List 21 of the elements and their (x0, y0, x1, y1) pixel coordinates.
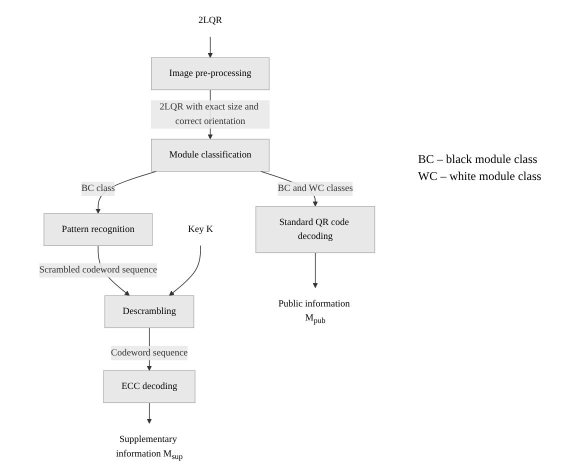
node-text: 2LQR (198, 15, 222, 26)
edge-label: BC class (81, 183, 115, 194)
node-text: Key K (188, 224, 214, 234)
arrow (146, 402, 152, 424)
node-text: Supplementary information M$_{sup}$ (116, 434, 183, 461)
node-box: Image pre-processing (151, 57, 270, 90)
edge-label: Scrambled codeword sequence (39, 264, 158, 276)
arrow (312, 252, 318, 288)
node-box: Module classification (151, 138, 270, 172)
edge-label: BC and WC classes (278, 183, 353, 194)
edge-label: 2LQR with exact size and correct orientation (160, 102, 258, 126)
node-text: Public information M$_{pub}$ (278, 298, 350, 325)
arrow (208, 36, 213, 58)
arrow (168, 245, 201, 296)
node-box: ECC decoding (103, 370, 196, 404)
note-text: BC – black module class (418, 152, 538, 167)
node-box: Pattern recognition (44, 213, 153, 246)
note-text: WC – white module class (418, 169, 542, 184)
node-box: Descrambling (104, 295, 194, 328)
node-box: Standard QR code decoding (256, 206, 376, 254)
edge-label: Codeword sequence (110, 348, 188, 358)
